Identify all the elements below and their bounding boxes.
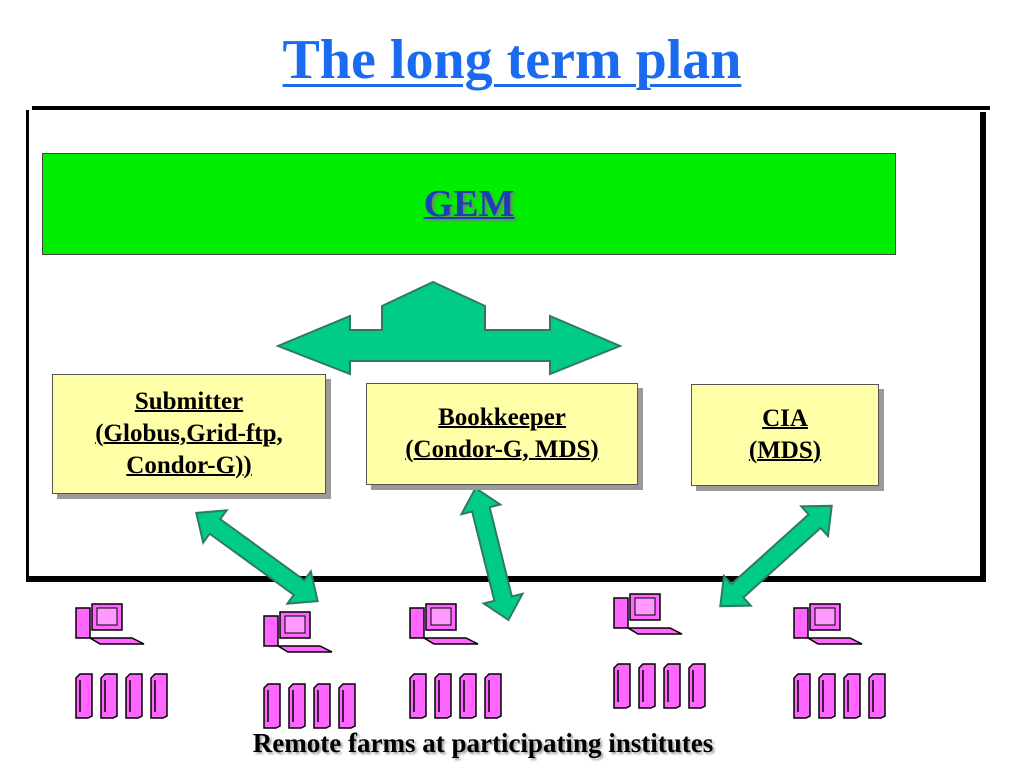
gem-label: GEM — [423, 183, 515, 225]
submitter-line-2: (Globus,Grid-ftp, — [95, 420, 283, 447]
gem-bar: GEM — [42, 153, 896, 255]
computer-icon — [793, 603, 863, 645]
server-rack-icon — [613, 663, 706, 709]
cia-line-2: (MDS) — [748, 437, 822, 464]
computer-icon — [75, 603, 145, 645]
double-arrow-icon — [719, 504, 833, 608]
double-arrow-icon — [195, 509, 319, 605]
server-rack-icon — [793, 673, 886, 719]
bookkeeper-box: Bookkeeper (Condor-G, MDS) — [366, 383, 638, 485]
server-rack-icon — [263, 683, 356, 729]
submitter-box: Submitter (Globus,Grid-ftp, Condor-G)) — [52, 374, 326, 494]
bookkeeper-line-1: Bookkeeper — [438, 404, 566, 431]
server-rack-icon — [409, 673, 502, 719]
submitter-line-3: Condor-G)) — [126, 452, 252, 479]
frame-left-border — [26, 110, 29, 580]
computer-icon — [263, 611, 333, 653]
slide-title: The long term plan — [282, 29, 742, 91]
caption: Remote farms at participating institutes — [252, 728, 714, 758]
frame-top-border — [32, 106, 990, 110]
cia-line-1: CIA — [762, 405, 808, 432]
computer-icon — [613, 593, 683, 635]
server-rack-icon — [75, 673, 168, 719]
computer-icon — [409, 603, 479, 645]
bookkeeper-line-2: (Condor-G, MDS) — [405, 436, 599, 463]
double-arrow-icon — [275, 280, 623, 376]
submitter-line-1: Submitter — [134, 388, 244, 415]
frame-right-border — [980, 112, 986, 582]
double-arrow-icon — [459, 486, 525, 622]
cia-box: CIA (MDS) — [691, 384, 879, 486]
